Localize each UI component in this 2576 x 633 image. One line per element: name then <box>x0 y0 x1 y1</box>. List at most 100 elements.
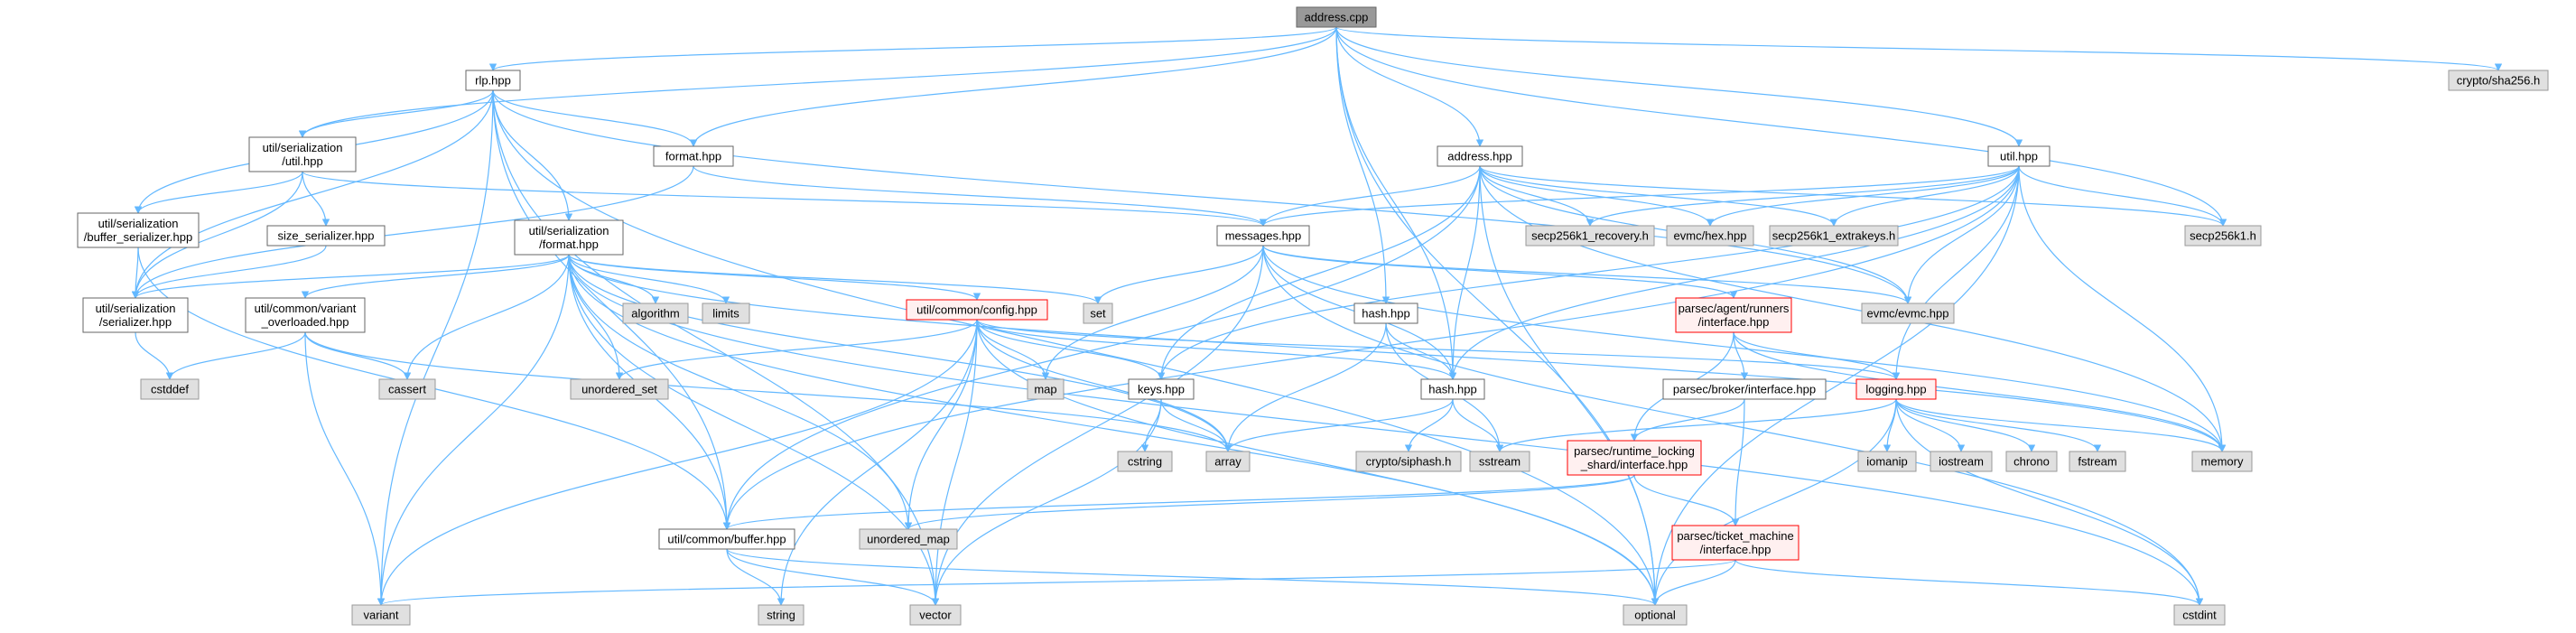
node-hash-hpp-top[interactable]: hash.hpp <box>1353 303 1418 324</box>
node-box <box>2191 451 2253 472</box>
node-label: variant <box>363 609 398 622</box>
node-memory[interactable]: memory <box>2191 451 2253 472</box>
node-label: string <box>767 609 795 622</box>
node-util-serialization-util-hpp[interactable]: util/serialization/util.hpp <box>248 136 357 172</box>
node-vector[interactable]: vector <box>909 604 962 626</box>
node-unordered-map[interactable]: unordered_map <box>859 528 958 550</box>
node-util-common-variant-overloaded-hpp[interactable]: util/common/variant_overloaded.hpp <box>245 297 366 333</box>
node-parsec-runtime-locking-shard-interface-hpp[interactable]: parsec/runtime_locking_shard/interface.h… <box>1567 440 1702 476</box>
node-array[interactable]: array <box>1205 451 1251 472</box>
node-crypto-sha256-h[interactable]: crypto/sha256.h <box>2448 70 2549 91</box>
node-label: util/serialization <box>96 302 176 315</box>
node-chrono[interactable]: chrono <box>2005 451 2058 472</box>
node-set[interactable]: set <box>1083 303 1113 324</box>
node-label: util/common/buffer.hpp <box>667 533 786 546</box>
node-string[interactable]: string <box>758 604 804 626</box>
node-util-serialization-buffer-serializer-hpp[interactable]: util/serialization/buffer_serializer.hpp <box>77 212 200 248</box>
node-label: secp256k1_extrakeys.h <box>1772 229 1896 243</box>
edge-util-serialization-util-hpp-to-util-serialization-serializer-hpp <box>131 171 303 299</box>
edge-address-hpp-to-secp256k1-extrakeys-h <box>1479 165 1838 227</box>
node-fstream[interactable]: fstream <box>2069 451 2126 472</box>
node-label: _shard/interface.hpp <box>1580 458 1688 471</box>
edge-address-cpp-to-util-serialization-util-hpp <box>298 26 1337 138</box>
node-logging-hpp[interactable]: logging.hpp <box>1855 378 1937 400</box>
node-rlp-hpp[interactable]: rlp.hpp <box>465 70 521 91</box>
node-iomanip[interactable]: iomanip <box>1857 451 1917 472</box>
node-secp256k1-recovery-h[interactable]: secp256k1_recovery.h <box>1525 225 1655 247</box>
edge-util-common-variant-overloaded-hpp-to-array <box>304 331 1232 452</box>
node-box <box>2005 451 2058 472</box>
edge-util-common-variant-overloaded-hpp-to-cassert <box>304 331 412 380</box>
node-evmc-hex-hpp[interactable]: evmc/hex.hpp <box>1666 225 1754 247</box>
edge-util-common-config-hpp-to-unordered-map <box>904 319 978 530</box>
node-util-serialization-format-hpp[interactable]: util/serialization/format.hpp <box>514 219 624 256</box>
node-label: rlp.hpp <box>475 74 511 88</box>
node-label: util/serialization <box>263 141 343 154</box>
node-address-cpp[interactable]: address.cpp <box>1296 6 1377 28</box>
node-label: parsec/ticket_machine <box>1677 529 1793 543</box>
node-secp256k1-extrakeys-h[interactable]: secp256k1_extrakeys.h <box>1769 225 1899 247</box>
edge-util-common-config-hpp-to-optional <box>976 319 1660 606</box>
node-label: crypto/siphash.h <box>1366 455 1452 469</box>
node-box <box>1296 6 1377 28</box>
edge-messages-hpp-to-cstdint <box>1262 245 2204 606</box>
edge-util-serialization-format-hpp-to-set <box>568 254 1102 304</box>
node-variant[interactable]: variant <box>351 604 411 626</box>
edge-rlp-hpp-to-util-serialization-format-hpp <box>492 89 573 221</box>
node-box <box>2069 451 2126 472</box>
edge-address-hpp-to-secp256k1-recovery-h <box>1479 165 1595 227</box>
node-unordered-set[interactable]: unordered_set <box>570 378 669 400</box>
node-sstream[interactable]: sstream <box>1469 451 1530 472</box>
node-label: _overloaded.hpp <box>261 315 349 329</box>
node-box <box>378 378 436 400</box>
node-box <box>245 297 366 333</box>
edge-logging-hpp-to-cstdint <box>1895 398 2204 606</box>
node-cstddef[interactable]: cstddef <box>140 378 200 400</box>
node-map[interactable]: map <box>1027 378 1065 400</box>
node-evmc-evmc-hpp[interactable]: evmc/evmc.hpp <box>1861 303 1955 324</box>
node-crypto-siphash-h[interactable]: crypto/siphash.h <box>1355 451 1462 472</box>
edge-rlp-hpp-to-optional <box>492 89 1660 606</box>
node-util-common-config-hpp[interactable]: util/common/config.hpp <box>906 299 1048 321</box>
edge-rlp-hpp-to-util-serialization-serializer-hpp <box>131 89 494 299</box>
node-label: /util.hpp <box>282 154 323 168</box>
node-box <box>909 604 962 626</box>
node-box <box>1769 225 1899 247</box>
node-label: util/common/config.hpp <box>916 303 1037 317</box>
node-box <box>1861 303 1955 324</box>
node-box <box>2184 225 2262 247</box>
edge-logging-hpp-to-memory <box>1895 398 2227 452</box>
node-label: util/common/variant <box>255 302 357 315</box>
node-cstdint[interactable]: cstdint <box>2173 604 2226 626</box>
node-limits[interactable]: limits <box>702 303 750 324</box>
node-optional[interactable]: optional <box>1623 604 1688 626</box>
edge-util-hpp-to-messages-hpp <box>1259 165 2020 227</box>
node-parsec-broker-interface-hpp[interactable]: parsec/broker/interface.hpp <box>1662 378 1827 400</box>
node-box <box>758 604 804 626</box>
node-iostream[interactable]: iostream <box>1930 451 1993 472</box>
node-cstring[interactable]: cstring <box>1117 451 1173 472</box>
node-parsec-ticket-machine-interface-hpp[interactable]: parsec/ticket_machine/interface.hpp <box>1671 525 1799 561</box>
node-util-common-buffer-hpp[interactable]: util/common/buffer.hpp <box>658 528 795 550</box>
edge-util-common-config-hpp-to-hash-hpp <box>976 319 1457 380</box>
node-parsec-agent-runners-interface-hpp[interactable]: parsec/agent/runners/interface.hpp <box>1675 297 1792 333</box>
edge-address-cpp-to-hash-hpp-top <box>1335 26 1390 304</box>
node-keys-hpp[interactable]: keys.hpp <box>1128 378 1195 400</box>
node-label: algorithm <box>631 307 679 321</box>
node-format-hpp[interactable]: format.hpp <box>653 145 734 167</box>
edge-parsec-agent-runners-interface-hpp-to-logging-hpp <box>1733 331 1901 380</box>
node-address-hpp[interactable]: address.hpp <box>1437 145 1523 167</box>
node-util-serialization-serializer-hpp[interactable]: util/serialization/serializer.hpp <box>82 297 189 333</box>
node-hash-hpp[interactable]: hash.hpp <box>1420 378 1485 400</box>
edge-rlp-hpp-to-evmc-evmc-hpp <box>492 89 1912 304</box>
node-messages-hpp[interactable]: messages.hpp <box>1216 225 1310 247</box>
node-util-hpp[interactable]: util.hpp <box>1987 145 2051 167</box>
edge-util-common-buffer-hpp-to-optional <box>726 548 1659 606</box>
edge-util-serialization-format-hpp-to-variant <box>377 254 570 606</box>
node-secp256k1-h[interactable]: secp256k1.h <box>2184 225 2262 247</box>
node-label: parsec/runtime_locking <box>1574 444 1695 458</box>
edge-parsec-ticket-machine-interface-hpp-to-optional <box>1651 559 1736 606</box>
node-algorithm[interactable]: algorithm <box>622 303 689 324</box>
node-size-serializer-hpp[interactable]: size_serializer.hpp <box>266 225 386 247</box>
node-cassert[interactable]: cassert <box>378 378 436 400</box>
